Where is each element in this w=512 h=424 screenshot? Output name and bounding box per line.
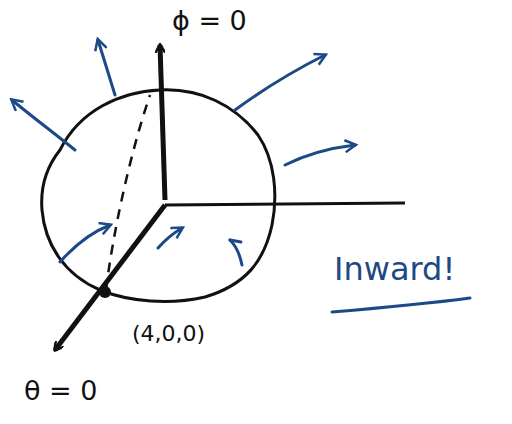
phi-axis: [160, 45, 165, 200]
axis-label: ϕ = 0: [172, 6, 247, 36]
dashed-meridian: [106, 95, 150, 290]
inward-arrow: [230, 240, 242, 265]
inward-arrow: [158, 228, 182, 248]
note-label: Inward!: [334, 252, 455, 287]
underline: [332, 298, 470, 312]
axis-label: θ = 0: [24, 376, 98, 406]
sphere-outline: [42, 90, 275, 302]
coordinate-label: (4,0,0): [132, 322, 205, 346]
normal-arrow: [235, 55, 325, 110]
point-dot: [99, 286, 111, 298]
inward-arrow-head: [230, 240, 241, 242]
normal-arrow: [12, 100, 75, 150]
normal-arrow: [285, 145, 355, 165]
y-axis: [165, 203, 405, 205]
normal-arrow: [98, 40, 115, 95]
inward-arrow: [60, 225, 110, 262]
